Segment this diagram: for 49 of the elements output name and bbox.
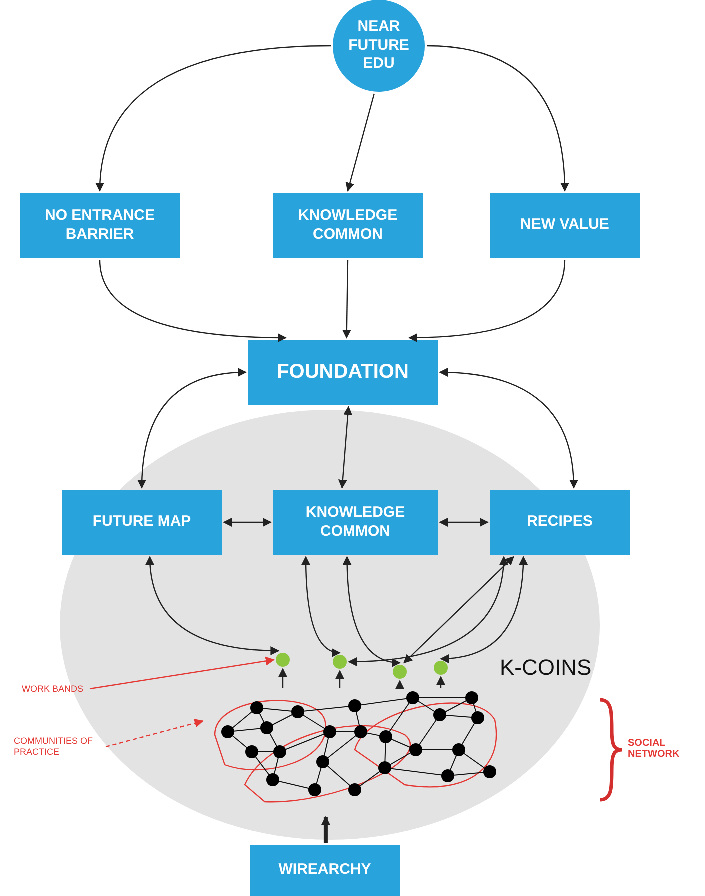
double-arrow [338, 406, 353, 489]
node-label: KNOWLEDGE COMMON [304, 504, 406, 542]
process-box [62, 490, 222, 555]
arrow [336, 670, 344, 688]
leader-line [90, 656, 275, 690]
arrow [408, 260, 566, 342]
double-arrow [138, 368, 247, 489]
arrow [278, 668, 288, 688]
arrow [342, 260, 352, 339]
double-arrow [348, 556, 508, 666]
double-arrow [439, 518, 489, 527]
arrow [396, 680, 404, 690]
node-label: NEW VALUE [520, 216, 610, 235]
double-arrow [440, 556, 528, 664]
group-title: K-COINS [500, 655, 592, 681]
process-box [490, 490, 630, 555]
double-arrow [404, 556, 514, 664]
arrow [321, 816, 330, 843]
node-label: KNOWLEDGE COMMON [297, 206, 399, 244]
node-label: FOUNDATION [277, 360, 409, 385]
process-box [20, 193, 180, 258]
arrow [346, 94, 375, 192]
double-arrow [342, 556, 401, 667]
arrow [96, 45, 332, 192]
coin-dot [434, 661, 448, 675]
double-arrow [302, 556, 341, 656]
annotation-text: SOCIAL NETWORK [628, 738, 681, 760]
arrow [436, 676, 446, 688]
process-box [250, 845, 400, 896]
process-box [273, 193, 423, 258]
leader-line [106, 718, 204, 748]
node-label: WIREARCHY [278, 861, 372, 880]
node-label: FUTURE MAP [92, 513, 192, 532]
node-label: NO ENTRANCE BARRIER [44, 206, 156, 244]
annotation-text: COMMUNITIES OF PRACTICE [14, 733, 104, 761]
coin-dot [276, 653, 290, 667]
coin-dot [333, 655, 347, 669]
process-box [490, 193, 640, 258]
coin-dot [393, 665, 407, 679]
double-arrow [223, 518, 272, 527]
node-label: NEAR FUTURE EDU [348, 18, 410, 74]
node-label: RECIPES [527, 513, 593, 532]
arrow [426, 45, 570, 192]
annotation-text: WORK BANDS [22, 676, 88, 702]
process-box [273, 490, 438, 555]
process-box [248, 340, 438, 405]
double-arrow [439, 368, 578, 489]
double-arrow [146, 556, 280, 656]
arrow [99, 260, 287, 342]
